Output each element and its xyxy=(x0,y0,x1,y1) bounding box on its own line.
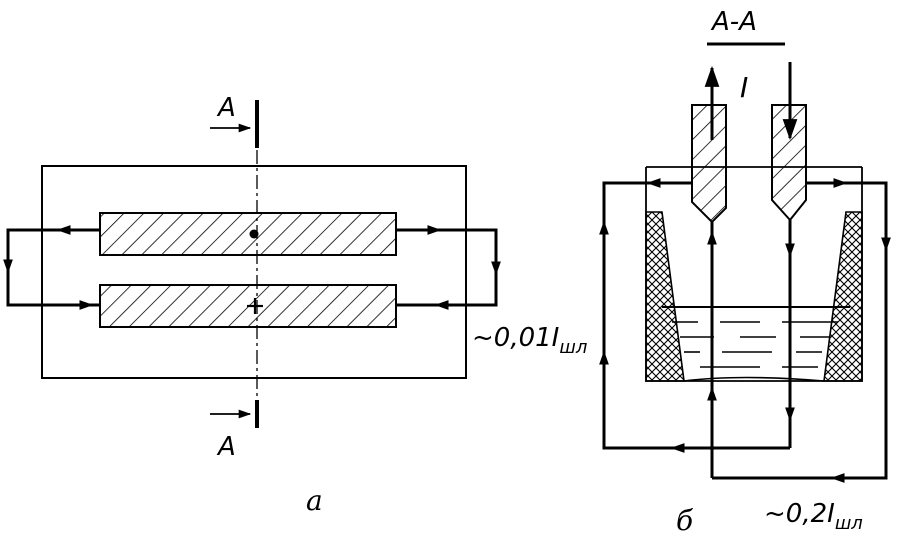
panel-b: A-A I xyxy=(599,7,891,537)
slag-bath xyxy=(662,306,850,382)
section-title: A-A xyxy=(710,7,757,37)
current-symbol: I xyxy=(740,71,748,104)
current-label-b: ~0,2Iшл xyxy=(764,499,863,534)
electrode-right xyxy=(771,104,807,222)
section-mark-top: A xyxy=(216,93,236,123)
caption-b: б xyxy=(676,504,694,537)
electrode-left xyxy=(691,104,727,224)
lining-right xyxy=(823,211,863,382)
circuit-loop-right xyxy=(396,228,498,307)
frame-outline xyxy=(41,165,467,379)
section-mark-bottom: A xyxy=(216,432,236,462)
lining-left xyxy=(645,211,685,382)
current-in-cross xyxy=(247,298,263,314)
circuit-loop-left xyxy=(6,228,100,307)
panel-a: A A ~0,01Iшл а xyxy=(3,93,587,517)
electrode-upper xyxy=(99,212,397,256)
caption-a: а xyxy=(306,484,323,517)
current-out-dot xyxy=(249,229,259,239)
current-label-a: ~0,01Iшл xyxy=(472,323,587,358)
